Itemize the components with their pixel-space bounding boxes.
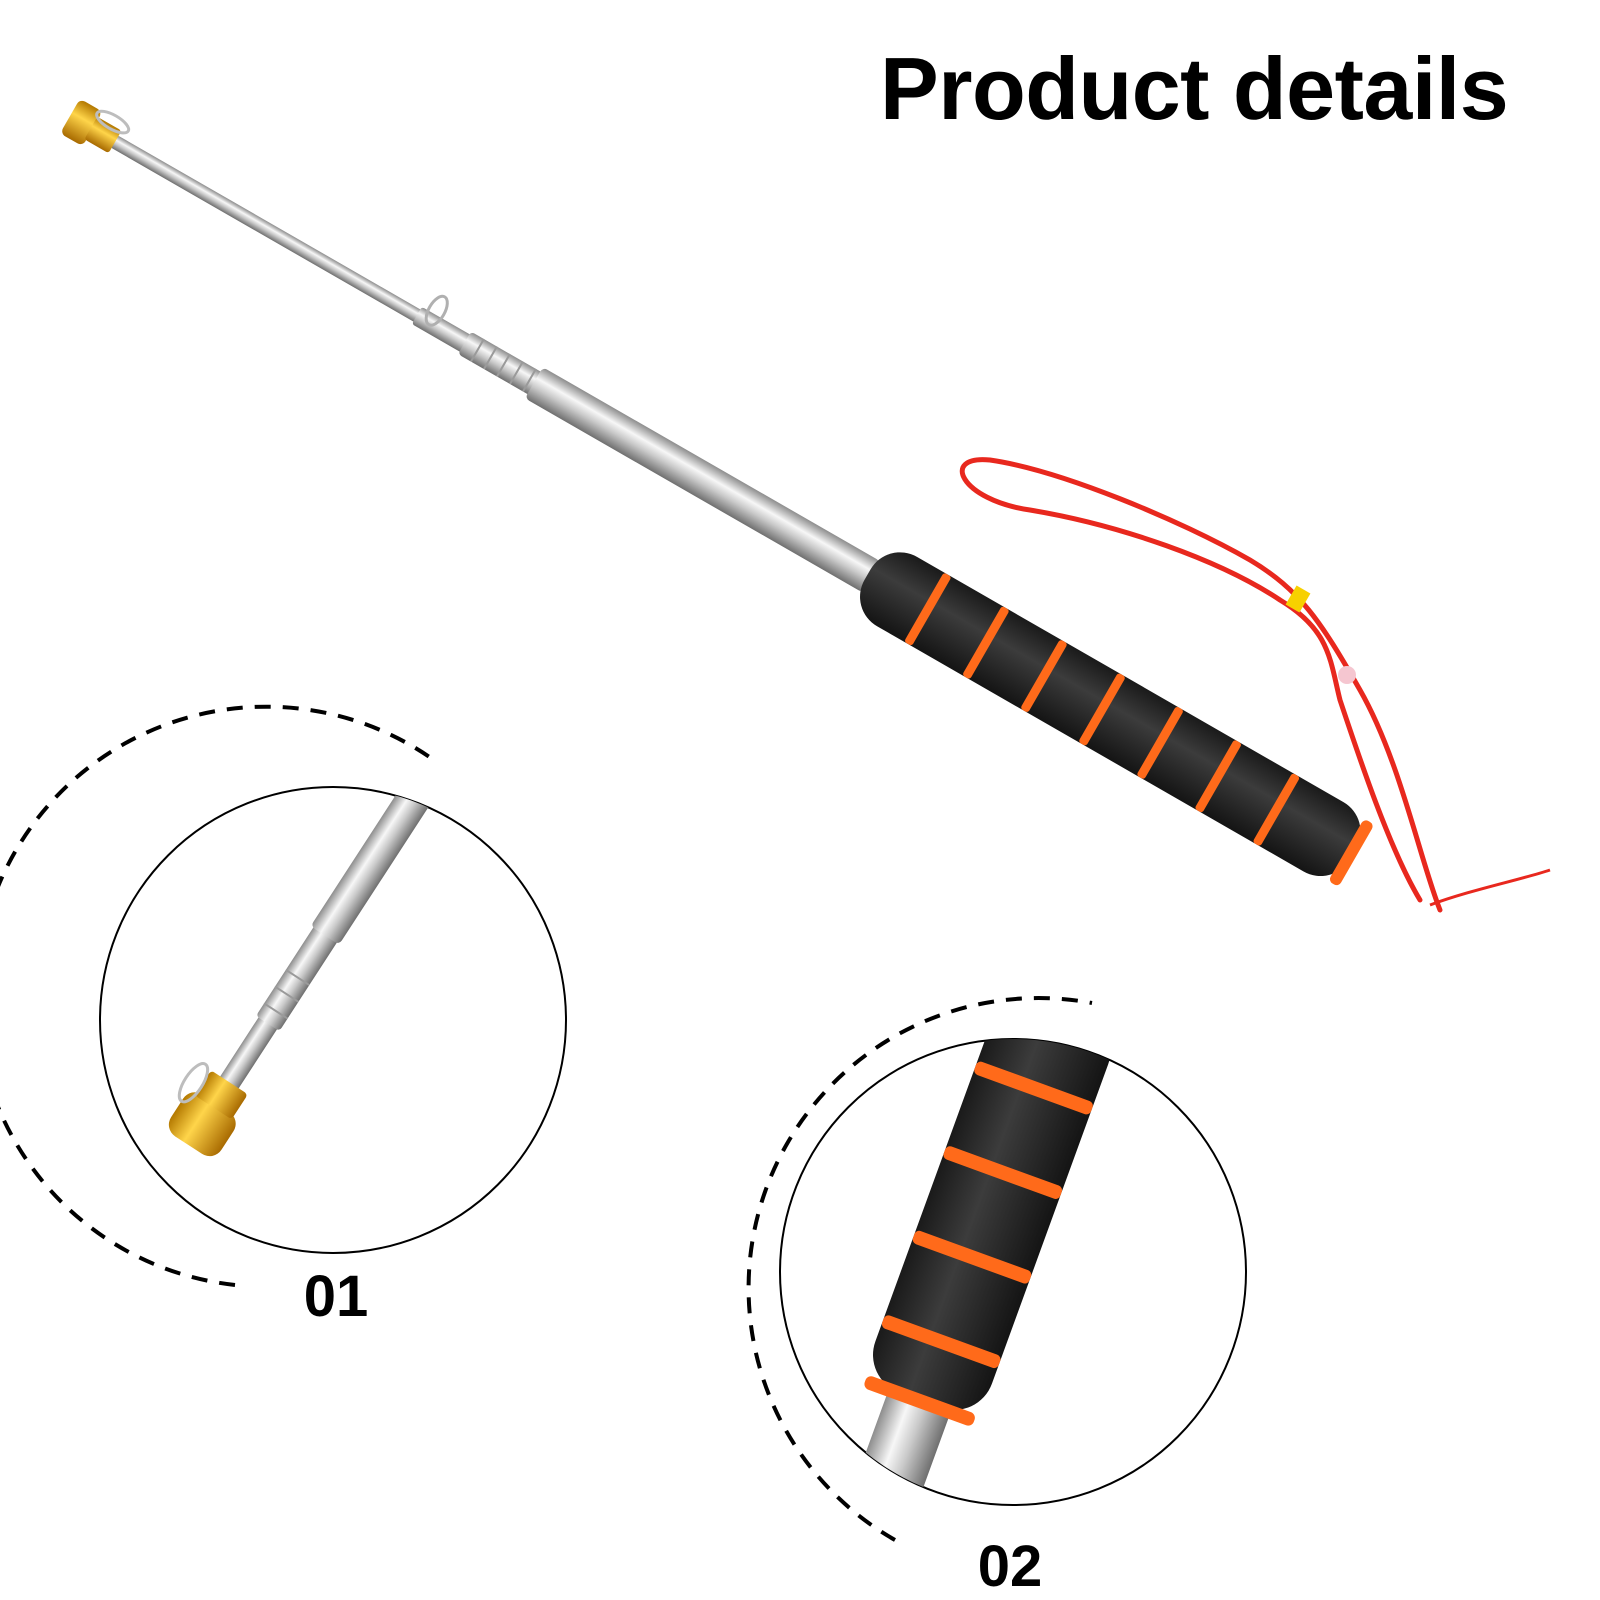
detail-01: [0, 704, 567, 1287]
rod-ring: [424, 294, 449, 327]
rod-joint-1: [412, 307, 473, 353]
rod-section-3: [526, 368, 880, 591]
detail-label-01: 01: [303, 1264, 369, 1329]
foam-grip: [860, 552, 1361, 877]
detail-label-02: 02: [977, 1534, 1043, 1599]
page-title: Product details: [880, 39, 1509, 138]
detail-02: [746, 996, 1247, 1542]
foam-grip-rings: [905, 573, 1300, 846]
telescopic-tip-icon: [168, 787, 501, 1157]
gold-tip: [62, 100, 101, 145]
telescopic-pointer: [62, 100, 1373, 886]
rod-section-2: [459, 333, 544, 395]
rod-section-1: [110, 135, 428, 326]
